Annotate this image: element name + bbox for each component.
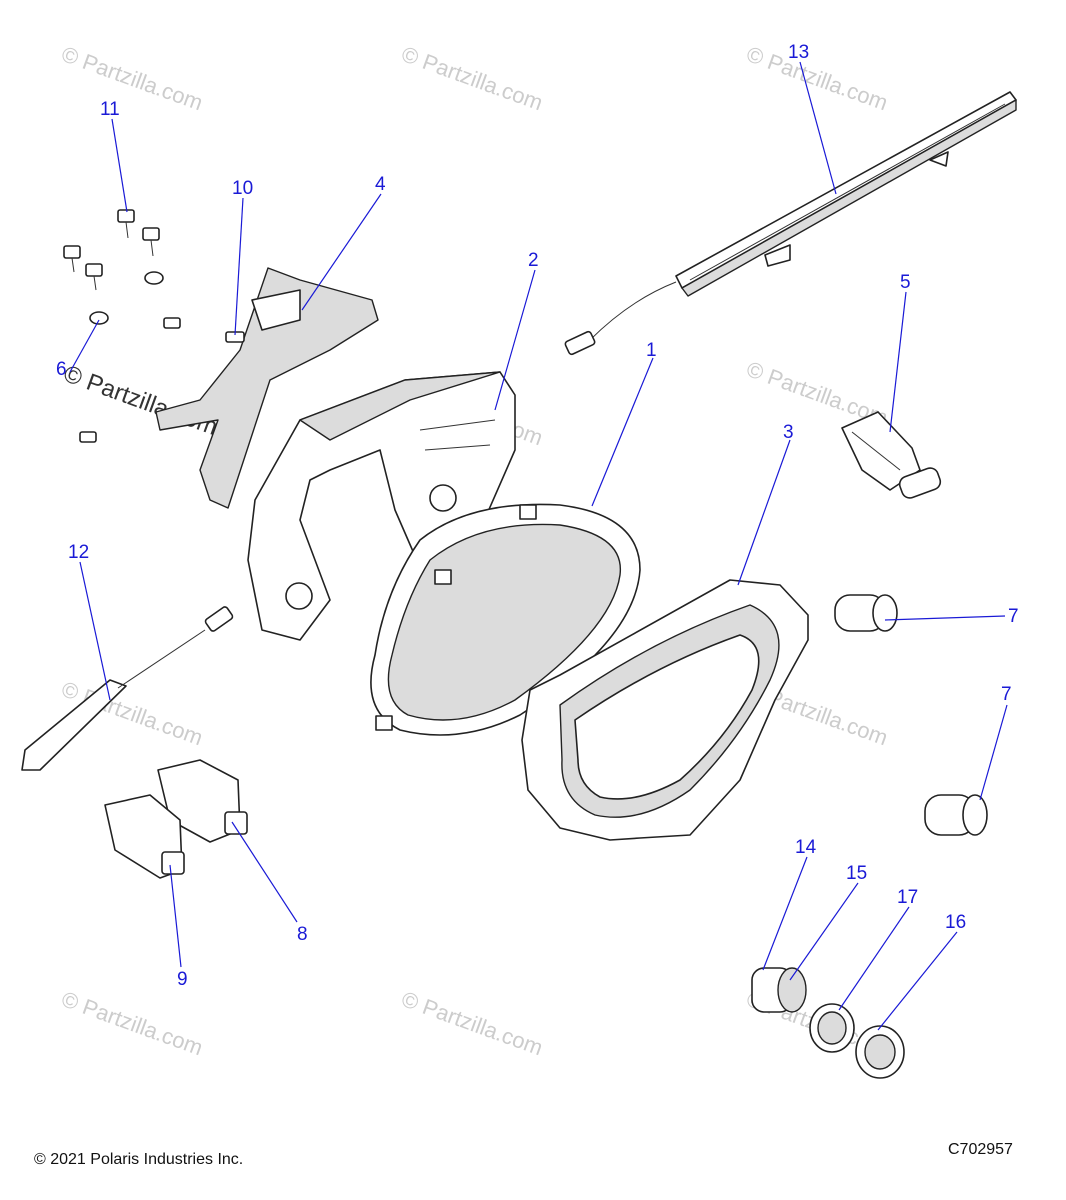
part-3-bezel (521, 579, 809, 841)
part-11-screw (85, 263, 103, 291)
callout-7-upper: 7 (1008, 606, 1019, 627)
watermark: © Partzilla.com (398, 41, 546, 115)
part-13-trim-strip (564, 91, 1017, 356)
part-7-indicator-lower (924, 794, 988, 836)
part-10-screw (163, 317, 181, 329)
part-5-ignition-switch (841, 411, 942, 499)
diagram-code: C702957 (948, 1141, 1013, 1158)
part-17-ring (809, 1003, 855, 1053)
callout-4: 4 (375, 174, 386, 195)
callout-11: 11 (100, 99, 120, 120)
callout-14: 14 (795, 837, 817, 858)
copyright-notice: © 2021 Polaris Industries Inc. (34, 1151, 244, 1168)
part-11-screw (117, 209, 135, 239)
part-12-wire-strip (21, 606, 234, 771)
part-10-screw (79, 431, 97, 443)
part-1-gauge-cluster (370, 503, 641, 736)
callout-9: 9 (177, 969, 188, 990)
part-4-bracket (155, 267, 379, 509)
callout-2: 2 (528, 250, 539, 271)
callout-12: 12 (68, 542, 89, 563)
watermark: © Partzilla.com (58, 41, 206, 115)
callout-1: 1 (646, 340, 657, 361)
part-11-screw (63, 245, 81, 273)
callout-16: 16 (945, 912, 966, 933)
watermark: © Partzilla.com (743, 41, 891, 115)
callout-labels: 1 2 3 4 5 6 7 7 8 9 10 11 12 13 14 15 16… (56, 42, 1019, 990)
part-9-rocker-switch (104, 794, 185, 879)
callout-10: 10 (232, 178, 253, 199)
part-2-housing (247, 371, 516, 641)
part-14-15-outlet (751, 967, 807, 1013)
part-7-indicator-upper (834, 594, 898, 632)
callout-6: 6 (56, 359, 67, 380)
callout-13: 13 (788, 42, 809, 63)
part-16-nut (855, 1025, 905, 1079)
part-11-nut (144, 271, 164, 285)
power-outlet-set (751, 967, 905, 1079)
watermark: © Partzilla.com (58, 986, 206, 1060)
callout-5: 5 (900, 272, 911, 293)
callout-7-lower: 7 (1001, 684, 1012, 705)
part-6-nut (89, 311, 109, 325)
watermark: © Partzilla.com (398, 986, 546, 1060)
callout-17: 17 (897, 887, 918, 908)
part-11-screw (142, 227, 160, 257)
callout-15: 15 (846, 863, 867, 884)
leader-lines (69, 61, 1008, 1031)
callout-3: 3 (783, 422, 794, 443)
callout-8: 8 (297, 924, 308, 945)
fasteners (63, 209, 245, 443)
